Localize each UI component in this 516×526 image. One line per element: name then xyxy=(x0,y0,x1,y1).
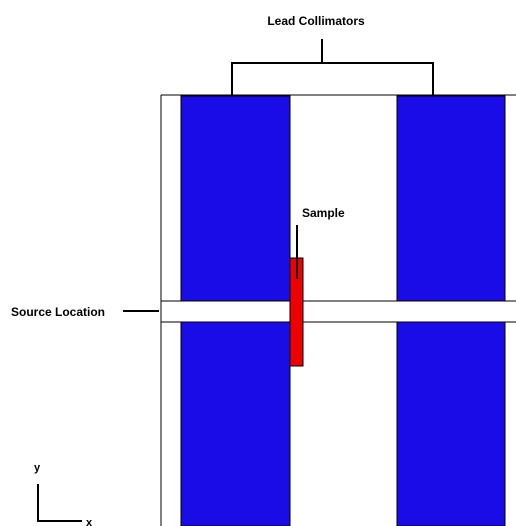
source-location-label: Source Location xyxy=(11,305,105,319)
left-collimator xyxy=(180,95,291,526)
x-axis-label: x xyxy=(86,517,93,526)
lead-collimators-label: Lead Collimators xyxy=(267,14,365,28)
source-plane xyxy=(161,300,516,323)
geometry-frame xyxy=(160,94,516,526)
sample-label: Sample xyxy=(302,206,345,220)
right-collimator xyxy=(396,95,506,526)
axes-indicator: y x xyxy=(34,462,93,526)
y-axis-label: y xyxy=(34,462,41,474)
